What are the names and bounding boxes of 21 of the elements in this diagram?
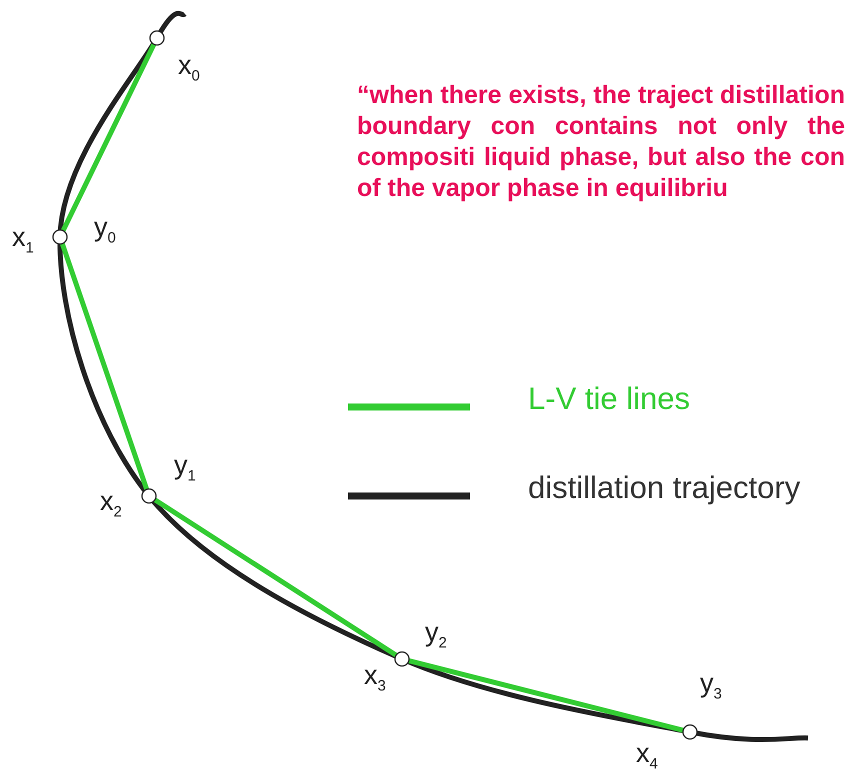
point-label: x$_{2}$: [100, 486, 122, 520]
legend-label: L-V tie lines: [528, 381, 690, 417]
point-label: y$_{1}$: [174, 450, 196, 484]
point-marker: [149, 30, 165, 46]
tie-line: [60, 242, 150, 490]
point-marker: [394, 651, 410, 667]
point-marker: [141, 488, 157, 504]
point-label: x$_{3}$: [364, 660, 386, 694]
point-label: x$_{4}$: [636, 738, 658, 771]
point-marker: [52, 229, 68, 245]
tie-line: [154, 498, 398, 658]
legend-label: distillation trajectory: [528, 470, 800, 506]
quote-text: “when there exists, the traject distillation boundary con contains not only the compositi liquid phase, but also the con of the vapor phase in equilibriu: [357, 80, 845, 204]
tie-line: [60, 43, 156, 232]
point-marker: [682, 724, 698, 740]
point-label: x$_{0}$: [178, 50, 200, 84]
point-label: y$_{2}$: [425, 617, 447, 652]
point-label: y$_{0}$: [94, 212, 116, 246]
point-label: y$_{3}$: [700, 668, 722, 702]
point-label: x$_{1}$: [12, 222, 34, 256]
tie-line: [408, 658, 684, 733]
